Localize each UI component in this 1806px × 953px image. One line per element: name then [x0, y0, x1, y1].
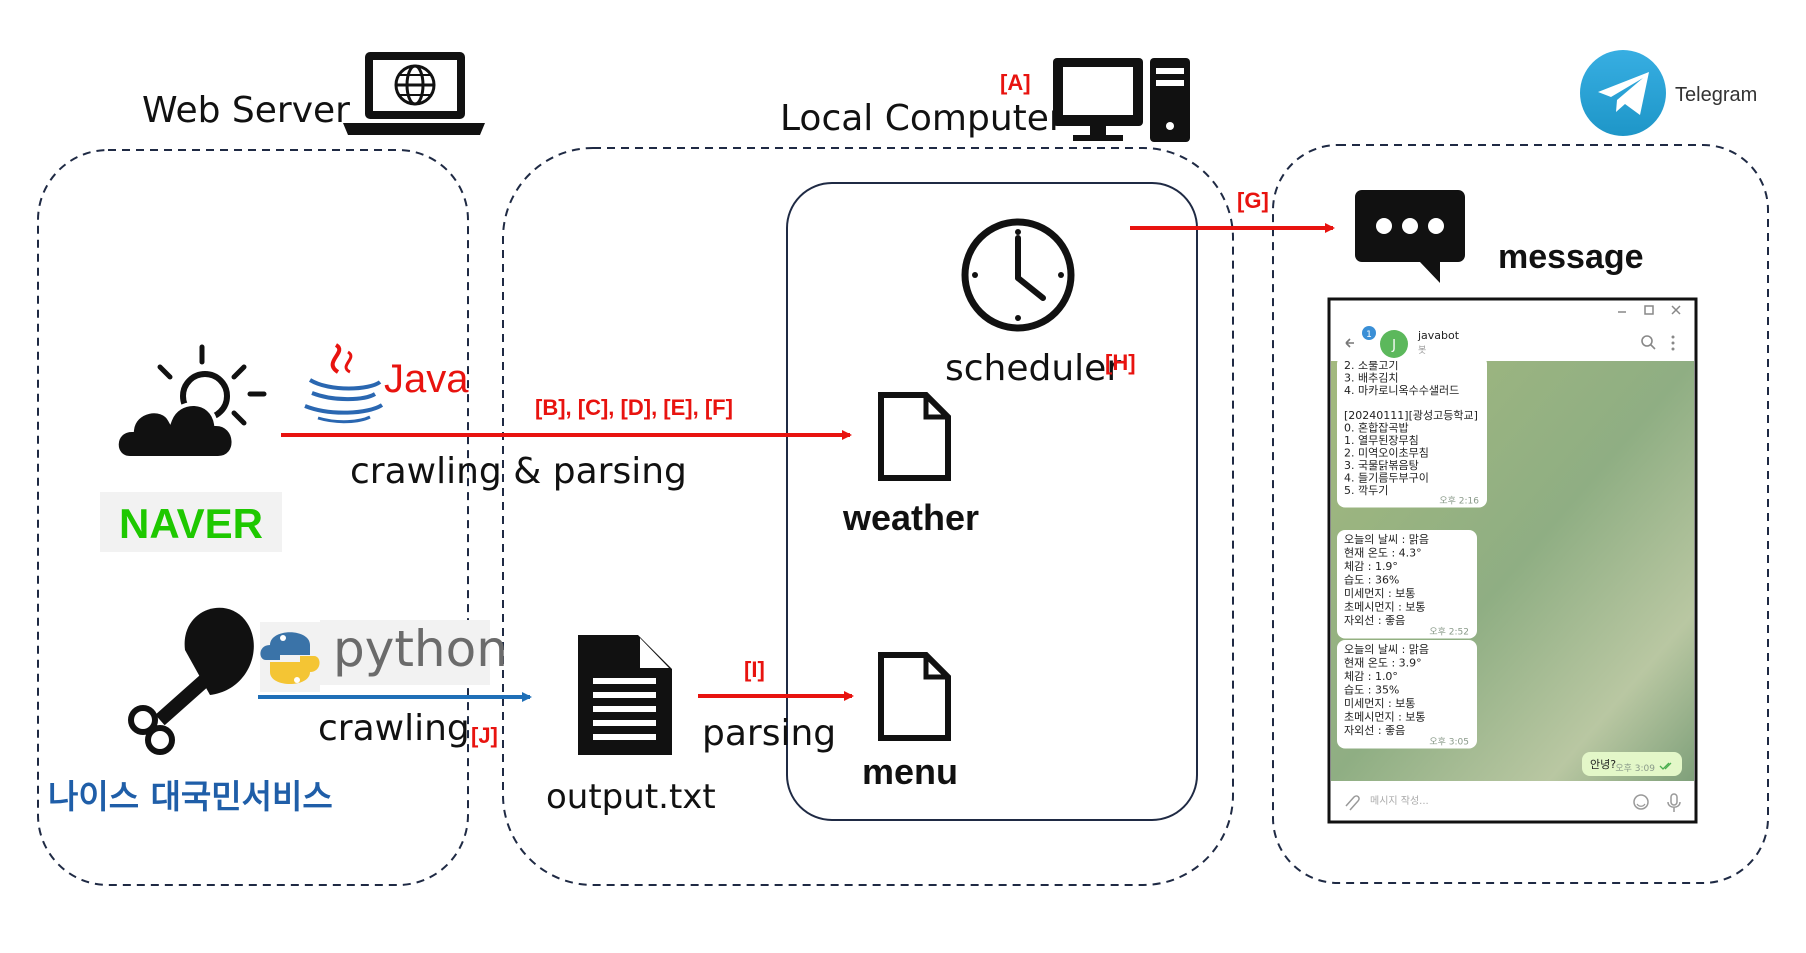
crawl-parse-label: crawling & parsing	[350, 451, 687, 492]
chat-line: 오늘의 날씨 : 맑음	[1344, 643, 1429, 656]
chat-line: 미세먼지 : 보통	[1344, 697, 1415, 710]
chat-line: 습도 : 36%	[1344, 574, 1399, 587]
chat-line: 0. 혼합잡곡밥	[1344, 422, 1409, 435]
chat-line: 초메시먼지 : 보통	[1344, 711, 1426, 724]
chat-line: 현재 온도 : 3.9°	[1344, 657, 1422, 670]
unread-badge-count: 1	[1366, 330, 1372, 340]
tag-a: [A]	[1000, 70, 1031, 95]
chat-line: 1. 열무된장무침	[1344, 434, 1419, 447]
naver-logo: NAVER	[119, 500, 263, 547]
maximize-icon[interactable]	[1644, 305, 1654, 315]
microphone-icon[interactable]	[1667, 793, 1681, 812]
scheduler-label: scheduler	[945, 348, 1121, 389]
scheduler-tag: [H]	[1105, 350, 1136, 375]
message-input[interactable]: 메시지 작성...	[1370, 795, 1429, 807]
chat-line: [20240111][광성고등학교]	[1344, 409, 1478, 422]
send-tag: [G]	[1237, 188, 1269, 213]
chat-line: 미세먼지 : 보통	[1344, 587, 1415, 600]
naver-logo-bg	[100, 492, 282, 552]
chat-line: 3. 배추김치	[1344, 372, 1398, 385]
emoji-icon[interactable]	[1633, 794, 1649, 810]
chat-timestamp: 오후 3:05	[1429, 737, 1469, 748]
chat-line: 체감 : 1.9°	[1344, 560, 1398, 573]
python-logo-icon	[260, 622, 320, 692]
chat-line: 자외선 : 좋음	[1344, 614, 1405, 627]
clock-icon	[961, 218, 1075, 332]
avatar-letter: J	[1391, 338, 1396, 353]
read-check-icon	[1659, 762, 1672, 770]
chat-line: 5. 깍두기	[1344, 484, 1388, 497]
java-label: Java	[384, 357, 469, 401]
scheduler-box	[786, 182, 1198, 821]
chat-line: 4. 마카로니옥수수샐러드	[1344, 384, 1459, 397]
close-icon[interactable]	[1671, 305, 1681, 315]
telegram-zone	[1272, 144, 1769, 884]
crawl-label: crawling	[318, 708, 470, 749]
local-computer-zone	[502, 147, 1234, 886]
web-server-zone	[37, 149, 469, 886]
chat-line: 2. 미역오이초무침	[1344, 447, 1429, 460]
chat-line: 자외선 : 좋음	[1344, 724, 1405, 737]
back-arrow-icon[interactable]	[1345, 338, 1354, 348]
crawl-tag: [J]	[471, 723, 498, 748]
search-icon[interactable]	[1641, 335, 1656, 350]
chat-line: 습도 : 35%	[1344, 684, 1399, 697]
chat-subtitle: 봇	[1418, 345, 1426, 356]
chat-line: 3. 국물닭볶음탕	[1344, 459, 1419, 472]
attach-icon[interactable]	[1345, 795, 1360, 811]
neis-logo: 나이스 대국민서비스	[48, 777, 333, 816]
chat-timestamp: 오후 2:16	[1439, 496, 1479, 507]
chat-timestamp: 오후 2:52	[1429, 627, 1469, 638]
java-logo-icon	[304, 343, 384, 424]
python-label: python	[333, 620, 508, 678]
weather-file-label: weather	[842, 497, 979, 538]
chat-line: 오늘의 날씨 : 맑음	[1344, 533, 1429, 546]
chat-name: javabot	[1417, 329, 1460, 342]
python-wordmark-bg	[320, 620, 490, 685]
chat-line: 초메시먼지 : 보통	[1344, 601, 1426, 614]
outgoing-bubble: 안녕?오후 3:09	[1582, 752, 1682, 776]
message-bubble-icon	[1355, 190, 1465, 283]
telegram-label: Telegram	[1675, 84, 1757, 106]
chat-line: 현재 온도 : 4.3°	[1344, 547, 1422, 560]
desktop-computer-icon	[1053, 58, 1190, 142]
web-server-label: Web Server	[142, 90, 350, 131]
menu-file-label: menu	[862, 751, 958, 792]
outgoing-timestamp: 오후 3:09	[1615, 763, 1655, 774]
chicken-leg-icon	[128, 607, 254, 755]
unread-badge	[1362, 326, 1376, 340]
parse-label: parsing	[702, 713, 836, 754]
local-computer-label: Local Computer	[780, 98, 1064, 139]
avatar[interactable]	[1380, 330, 1408, 358]
crawl-parse-tags: [B], [C], [D], [E], [F]	[535, 395, 733, 420]
more-options-icon[interactable]	[1671, 335, 1675, 351]
weather-file-icon	[878, 392, 951, 481]
laptop-globe-icon	[343, 52, 485, 135]
message-label: message	[1498, 238, 1644, 276]
outgoing-text: 안녕?	[1590, 758, 1616, 771]
chat-line: 4. 들기름두부구이	[1344, 472, 1429, 485]
output-file-label: output.txt	[546, 777, 716, 817]
chat-line: 2. 소불고기	[1344, 359, 1398, 372]
output-document-icon	[578, 635, 672, 755]
parse-tag: [I]	[744, 657, 765, 682]
chat-line: 체감 : 1.0°	[1344, 670, 1398, 683]
menu-file-icon	[878, 652, 951, 741]
weather-sun-cloud-icon	[114, 344, 267, 460]
telegram-logo-icon	[1580, 50, 1666, 136]
